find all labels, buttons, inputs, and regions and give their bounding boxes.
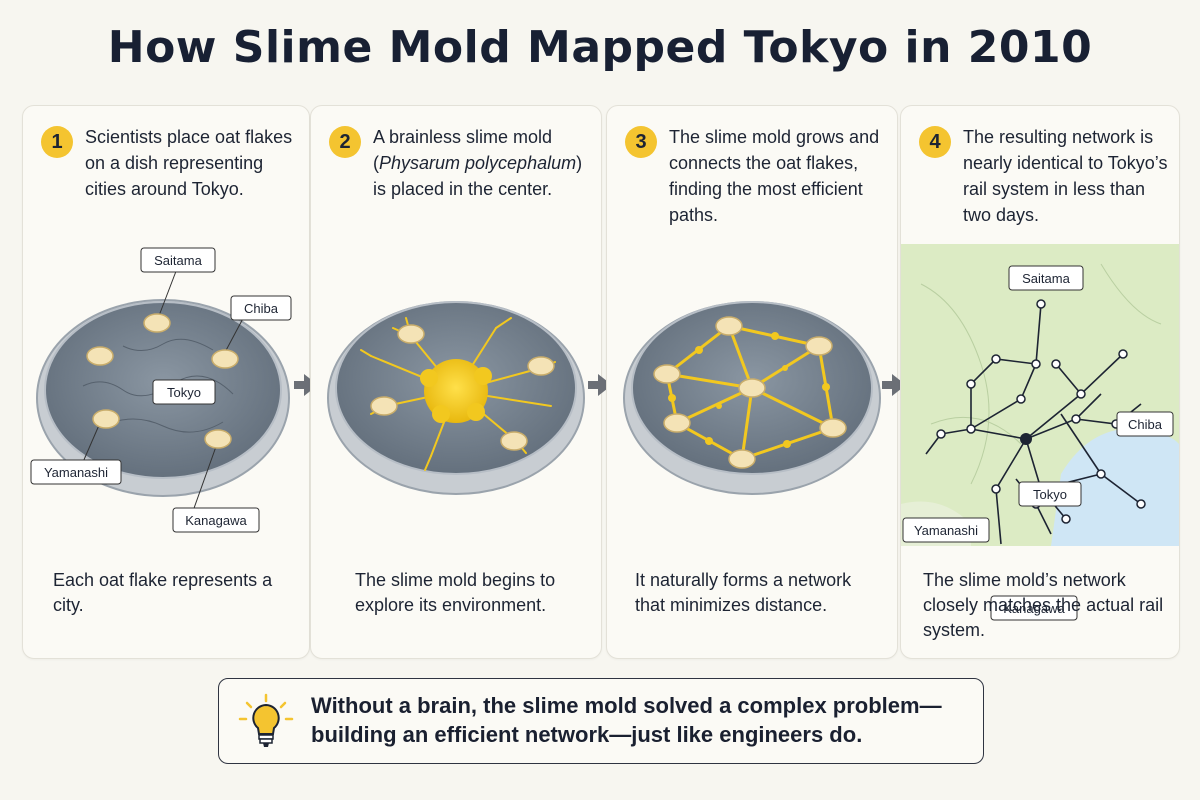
petri-dish-oat-flakes: Saitama Chiba Tokyo Yamanashi Kanagawa xyxy=(30,247,292,533)
step-1-caption: Each oat flake represents a city. xyxy=(53,570,273,615)
lightbulb-icon xyxy=(238,693,294,747)
label-chiba: Chiba xyxy=(244,301,279,316)
step-1-text: Scientists place oat flakes on a dish re… xyxy=(85,127,293,199)
step-2-caption: The slime mold begins to explore its env… xyxy=(355,570,556,615)
label-tokyo: Tokyo xyxy=(167,385,201,400)
step-4-badge: 4 xyxy=(919,126,951,158)
step-1-badge: 1 xyxy=(41,126,73,158)
conclusion-line-2: building an efficient network—just like … xyxy=(311,722,863,747)
step-4-panel: 4 The resulting network is nearly identi… xyxy=(900,105,1180,659)
step-4-caption: The slime mold’s network closely matches… xyxy=(923,570,1164,640)
step-2-text: A brainless slime mold (Physarum polycep… xyxy=(373,127,583,199)
label-yamanashi: Yamanashi xyxy=(44,465,108,480)
step-2-panel: 2 A brainless slime mold (Physarum polyc… xyxy=(310,105,602,659)
step-3-badge: 3 xyxy=(625,126,657,158)
step-3-panel: 3 The slime mold grows and connects the … xyxy=(606,105,898,659)
page-title: How Slime Mold Mapped Tokyo in 2010 xyxy=(107,22,1093,73)
label-saitama: Saitama xyxy=(154,253,202,268)
tokyo-rail-map xyxy=(901,244,1179,621)
conclusion-text: Without a brain, the slime mold solved a… xyxy=(311,691,967,749)
step-1-panel: 1 Scientists place oat flakes on a dish … xyxy=(22,105,310,659)
label-kanagawa: Kanagawa xyxy=(185,513,247,528)
step-2-badge: 2 xyxy=(329,126,361,158)
step-3-text: The slime mold grows and connects the oa… xyxy=(669,127,880,225)
step-4-text: The resulting network is nearly identica… xyxy=(963,127,1168,225)
conclusion-callout: Without a brain, the slime mold solved a… xyxy=(218,678,984,764)
step-3-caption: It naturally forms a network that minimi… xyxy=(635,570,852,615)
petri-dish-slime-center xyxy=(327,301,585,495)
petri-dish-slime-network xyxy=(623,301,881,495)
conclusion-line-1: Without a brain, the slime mold solved a… xyxy=(311,693,942,718)
